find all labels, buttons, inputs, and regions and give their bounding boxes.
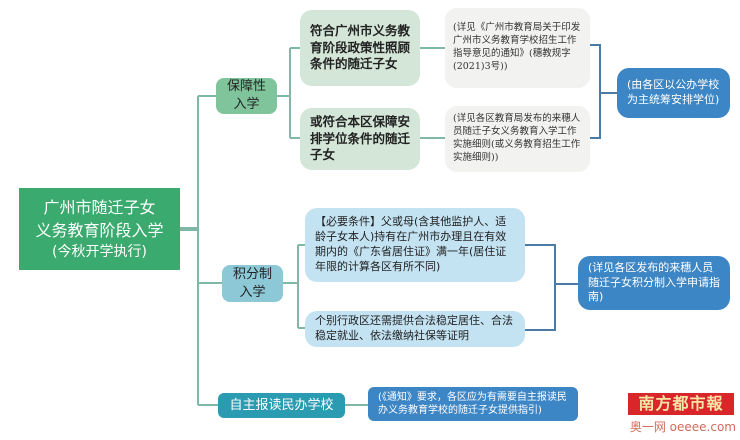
branch-guarantee: 保障性入学 [216, 78, 277, 114]
site-logo-text: 奥一网 oeeee.com [629, 419, 736, 434]
summary-points: (详见各区发布的来穗人员随迁子女积分制入学申请指南) [578, 256, 730, 310]
condition-district-guarantee: 或符合本区保障安排学位条件的随迁子女 [300, 108, 420, 170]
detail-district-rules: (详见各区教育局发布的来穗人员随迁子女义务教育入学工作实施细则(或义务教育招生工… [445, 106, 590, 172]
condition-additional-proof: 个别行政区还需提供合法稳定居住、合法稳定就业、依法缴纳社保等证明 [305, 311, 525, 347]
detail-notice-reference: (详见《广州市教育局关于印发广州市义务教育学校招生工作指导意见的通知》(穗教规字… [445, 8, 590, 88]
condition-policy-care: 符合广州市义务教育阶段政策性照顾条件的随迁子女 [300, 10, 420, 86]
condition-residence-permit: 【必要条件】父或母(含其他监护人、适龄子女本人)持有在广州市办理且在有效期内的《… [305, 208, 525, 282]
branch-points: 积分制入学 [222, 265, 283, 302]
branch-private-school: 自主报读民办学校 [218, 393, 345, 418]
root-node: 广州市随迁子女 义务教育阶段入学 (今秋开学执行) [19, 188, 180, 270]
root-title-line1: 广州市随迁子女 [43, 197, 156, 217]
root-subtitle: (今秋开学执行) [52, 244, 147, 261]
summary-guarantee: (由各区以公办学校为主统筹安排学位) [617, 68, 730, 118]
summary-private-school: (《通知》要求，各区应为有需要自主报读民办义务教育学校的随迁子女提供指引) [368, 387, 578, 421]
root-title-line2: 义务教育阶段入学 [35, 220, 164, 240]
newspaper-logo: 南方都市報 [628, 393, 734, 415]
